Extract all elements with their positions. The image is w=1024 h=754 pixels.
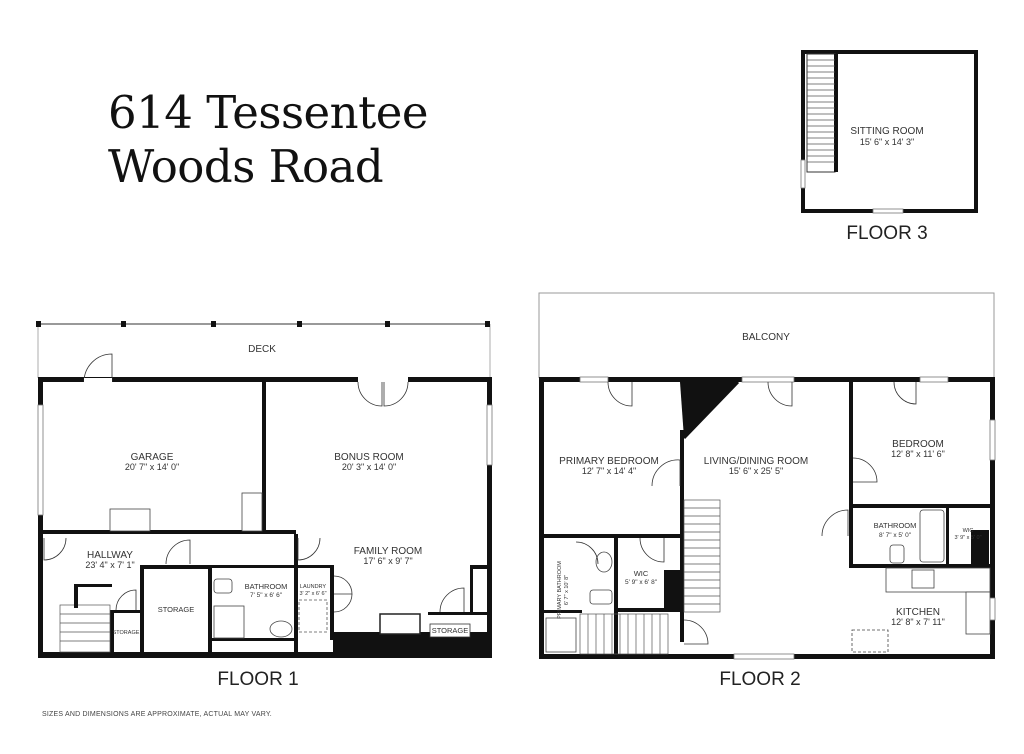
floor-1-label: FLOOR 1 [217,669,298,690]
room-bonus-dims: 20' 3" x 14' 0" [342,462,396,472]
room-f1-bathroom-dims: 7' 5" x 6' 6" [250,592,283,599]
room-sitting-room-dims: 15' 6" x 14' 3" [860,137,914,147]
room-balcony-name: BALCONY [742,332,790,343]
room-bedroom-dims: 12' 8" x 11' 6" [891,449,945,459]
room-hallway-name: HALLWAY [87,550,133,561]
floor-3-label: FLOOR 3 [846,223,927,244]
floor-2-label: FLOOR 2 [719,669,800,690]
room-wic-right-dims: 3' 9" x 5' 0" [954,535,981,541]
room-bedroom-name: BEDROOM [892,439,944,450]
room-deck-name: DECK [248,344,276,355]
deck-outline [36,321,491,378]
room-kitchen-name: KITCHEN [896,607,940,618]
room-bonus-name: BONUS ROOM [334,452,403,463]
room-wic-left-dims: 5' 9" x 6' 8" [625,579,658,586]
room-garage-name: GARAGE [131,452,174,463]
title-line-2: Woods Road [108,140,384,193]
room-wic-left-name: WIC [634,569,649,578]
room-living-dims: 15' 6" x 25' 5" [729,466,783,476]
room-primary-bath-dims: 6' 7" x 10' 8" [564,575,570,605]
room-storage-small: STORAGE [113,630,140,636]
room-living-name: LIVING/DINING ROOM [704,456,808,467]
property-title: 614 Tessentee Woods Road [108,86,429,194]
floor-2-plan: BALCONY [538,292,996,690]
room-sitting-room-name: SITTING ROOM [850,126,923,137]
room-kitchen-dims: 12' 8" x 7' 11" [891,617,945,627]
room-garage-dims: 20' 7" x 14' 0" [125,462,179,472]
disclaimer-text: SIZES AND DIMENSIONS ARE APPROXIMATE, AC… [42,711,272,718]
room-f1-bathroom-name: BATHROOM [245,582,288,591]
room-wic-right-name: WIC [963,528,974,534]
room-f2-bathroom-dims: 8' 7" x 5' 0" [879,532,912,539]
room-storage-right-label: STORAGE [432,626,469,635]
room-f2-bathroom-name: BATHROOM [874,521,917,530]
room-storage-main: STORAGE [158,605,195,614]
room-family-name: FAMILY ROOM [354,546,423,557]
room-family-dims: 17' 6" x 9' 7" [363,556,412,566]
room-laundry-dims: 3' 2" x 6' 6" [299,591,326,597]
floor-3-plan: SITTING ROOM 15' 6" x 14' 3" FLOOR 3 [800,50,978,244]
room-primary-bedroom-dims: 12' 7" x 14' 4" [582,466,636,476]
floor-1-stairs [59,604,111,653]
title-line-1: 614 Tessentee [108,86,429,139]
room-primary-bath-name: PRIMARY BATHROOM [557,561,563,619]
floor-2-stairs [579,499,721,655]
room-laundry-name: LAUNDRY [300,584,327,590]
floor-1-plan: DECK [36,321,493,690]
floor-3-stairs [806,53,838,173]
room-primary-bedroom-name: PRIMARY BEDROOM [559,456,659,467]
room-hallway-dims: 23' 4" x 7' 1" [85,560,134,570]
